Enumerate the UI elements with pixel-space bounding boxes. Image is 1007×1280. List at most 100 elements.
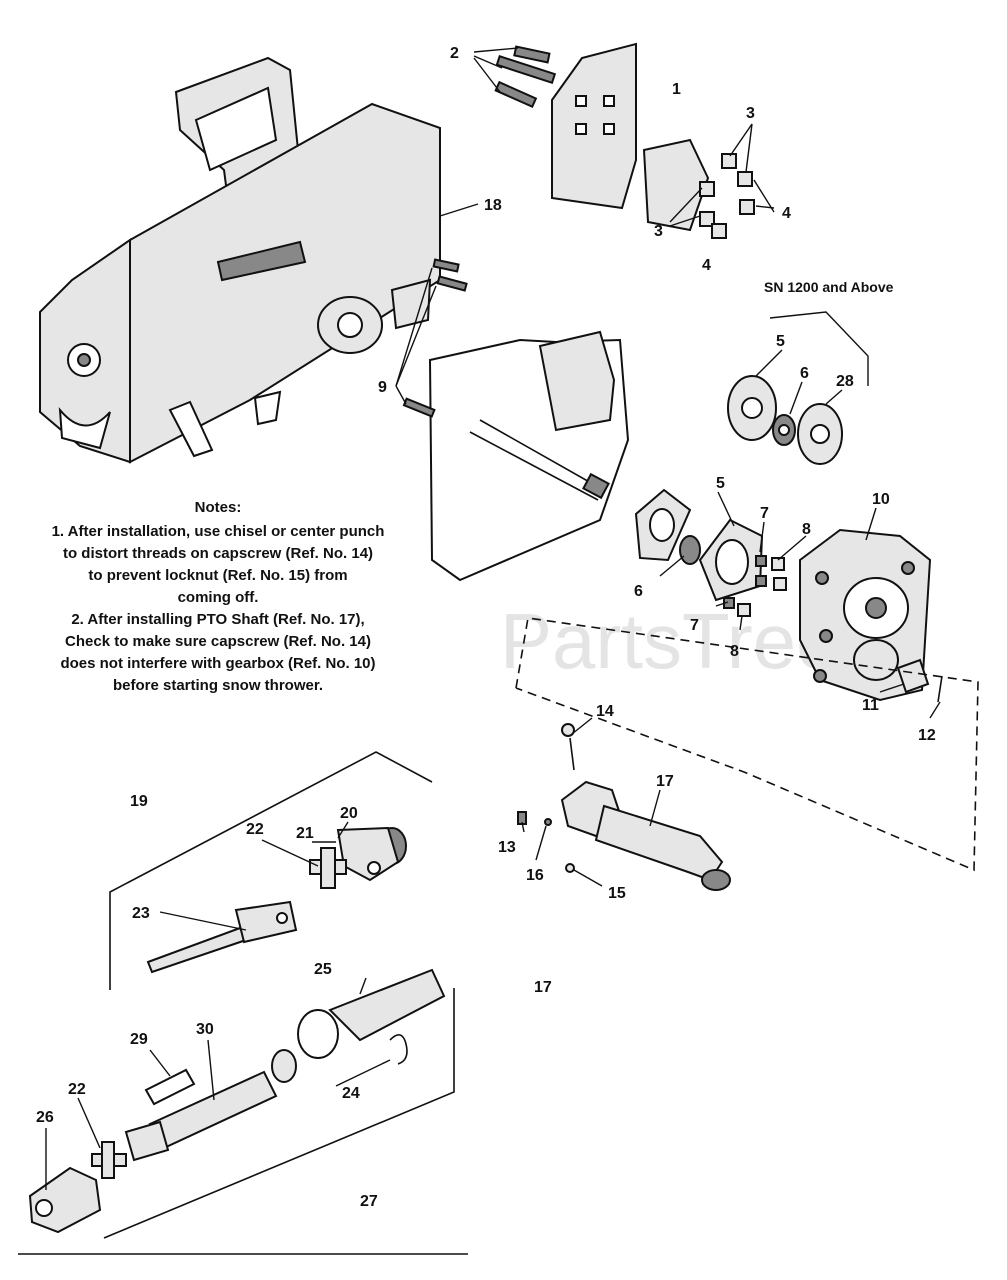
callout-17: 17: [656, 773, 674, 790]
chute-crank-bracket: [216, 240, 307, 282]
watermark-text: PartsTree: [500, 597, 840, 685]
gearbox-output-shaft: [865, 597, 887, 619]
callout-10: 10: [872, 491, 890, 508]
nut-icon: [737, 603, 751, 617]
pto-shaft-line: [479, 419, 601, 489]
callout-20: 20: [340, 805, 358, 822]
support-bracket: [253, 390, 282, 426]
inner-yoke: [234, 900, 298, 944]
callout-6-b: 6: [634, 583, 643, 600]
roll-pin: [937, 675, 943, 703]
seal-ring: [271, 1049, 297, 1083]
safety-shield: [144, 1068, 196, 1106]
chute-deflector: [194, 86, 278, 172]
snow-thrower-housing[interactable]: [39, 56, 441, 464]
shaft-yoke: [124, 1120, 170, 1162]
callout-12: 12: [918, 727, 936, 744]
gearbox-shaft-icon: [337, 312, 363, 338]
callout-4: 4: [782, 205, 791, 222]
u-joint-cross: [309, 847, 347, 889]
callout-13: 13: [498, 839, 516, 856]
gasket-hole: [649, 508, 675, 542]
gearbox-lower-cover: [853, 639, 899, 681]
carriage-bolt-icon: [494, 45, 557, 109]
note-line: does not interfere with gearbox (Ref. No…: [60, 655, 375, 672]
lock-washer: [755, 575, 767, 587]
callout-17-b: 17: [534, 979, 552, 996]
callout-5-b: 5: [716, 475, 725, 492]
callout-16: 16: [526, 867, 544, 884]
flange-hole: [741, 397, 763, 419]
callout-4-b: 4: [702, 257, 711, 274]
callout-28: 28: [836, 373, 854, 390]
spacer-hole: [810, 424, 830, 444]
callout-19: 19: [130, 793, 148, 810]
note-line: to distort threads on capscrew (Ref. No.…: [63, 545, 373, 562]
leader-lines: [45, 47, 941, 1190]
callout-30: 30: [196, 1021, 214, 1038]
nut-icon: [773, 577, 787, 591]
callout-7-b: 7: [690, 617, 699, 634]
bolt-head: [813, 669, 827, 683]
support-leg: [168, 400, 214, 458]
sn1200-parts[interactable]: [727, 375, 843, 465]
callout-24: 24: [342, 1085, 360, 1102]
bolt-head: [815, 571, 829, 585]
capscrew-shank: [569, 737, 575, 771]
pto-tube: [594, 804, 724, 882]
bolt-icon: [402, 258, 468, 418]
callout-22-b: 22: [68, 1081, 86, 1098]
callout-2: 2: [450, 45, 459, 62]
tube-flare: [297, 1009, 339, 1059]
bearing-bore: [778, 424, 790, 436]
hitch-bracket: [390, 278, 432, 330]
callout-26: 26: [36, 1109, 54, 1126]
plate-hole: [575, 123, 587, 135]
callout-27: 27: [360, 1193, 378, 1210]
callout-9: 9: [378, 379, 387, 396]
gearbox-assembly[interactable]: [634, 488, 943, 703]
skid-shoe: [58, 406, 111, 450]
callout-1: 1: [672, 81, 681, 98]
plate-hole: [575, 95, 587, 107]
mounting-bracket: [642, 138, 710, 232]
nut-icon: [771, 557, 785, 571]
tractor-frame-assembly[interactable]: [402, 258, 630, 582]
seal-ring: [679, 535, 701, 565]
locknut: [565, 863, 575, 873]
shaft-coupler: [582, 472, 610, 500]
driveline-exploded-view[interactable]: [28, 751, 455, 1239]
capscrew-head: [561, 723, 575, 737]
mounting-plate-assembly[interactable]: [494, 42, 755, 239]
note-line: coming off.: [178, 589, 259, 606]
callout-6: 6: [800, 365, 809, 382]
callout-3-b: 3: [654, 223, 663, 240]
auger-hub-center: [77, 353, 91, 367]
callout-25: 25: [314, 961, 332, 978]
note-line: Check to make sure capscrew (Ref. No. 14…: [65, 633, 371, 650]
flange-bore: [715, 539, 749, 585]
retaining-clip: [389, 1034, 408, 1065]
bolt-head: [819, 629, 833, 643]
callout-21: 21: [296, 825, 314, 842]
u-joint-cross: [91, 1141, 127, 1179]
callout-5: 5: [776, 333, 785, 350]
callout-labels: 2 1 3 3 4 4 18 9 SN 1200 and Above 5 6 2…: [36, 45, 936, 1210]
nut-icon: [699, 153, 755, 239]
bracket-27: [103, 988, 455, 1239]
note-line: before starting snow thrower.: [113, 677, 323, 694]
pto-shaft-assembly[interactable]: [517, 723, 731, 891]
plate-hole: [603, 123, 615, 135]
installation-notes: Notes: 1. After installation, use chisel…: [52, 499, 385, 694]
yoke-hole: [367, 861, 381, 875]
callout-22: 22: [246, 821, 264, 838]
callout-14: 14: [596, 703, 614, 720]
pto-shaft-line: [469, 431, 599, 501]
lock-washer: [755, 555, 767, 567]
outer-tube: [328, 968, 446, 1042]
note-line: 1. After installation, use chisel or cen…: [52, 523, 385, 540]
inner-yoke-hole: [276, 912, 288, 924]
bolt-head: [901, 561, 915, 575]
serial-note: SN 1200 and Above: [764, 279, 894, 295]
end-yoke-bore: [35, 1199, 53, 1217]
